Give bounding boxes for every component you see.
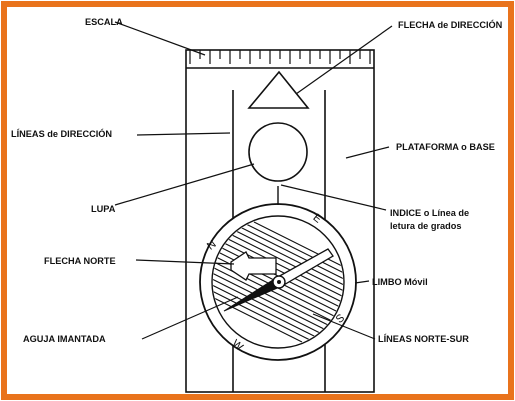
north-south-line <box>213 221 327 343</box>
label-lineas-direccion: LÍNEAS de DIRECCIÓN <box>11 128 112 139</box>
leader-lines <box>114 21 393 340</box>
north-south-line <box>213 221 339 343</box>
north-south-line <box>213 221 343 343</box>
north-arrow <box>230 251 277 281</box>
label-indice-line1: INDICE o Línea de <box>390 208 469 218</box>
north-south-line <box>213 221 343 343</box>
label-aguja: AGUJA IMANTADA <box>23 334 106 344</box>
north-south-line <box>217 221 343 343</box>
north-south-line <box>241 221 343 343</box>
north-south-line <box>229 221 343 343</box>
north-south-line <box>213 221 343 343</box>
north-south-line <box>213 221 315 343</box>
scale-ruler <box>189 50 371 64</box>
magnifier-lens <box>248 122 308 182</box>
label-plataforma: PLATAFORMA o BASE <box>396 142 495 152</box>
label-lupa: LUPA <box>91 204 116 214</box>
north-south-line <box>213 221 343 343</box>
label-flecha-direccion: FLECHA de DIRECCIÓN <box>398 19 503 30</box>
label-escala: ESCALA <box>85 17 123 27</box>
north-south-line <box>213 221 303 343</box>
label-lineas-ns: LÍNEAS NORTE-SUR <box>378 333 469 344</box>
north-south-line <box>253 221 343 343</box>
label-indice-line2: letura de grados <box>390 221 461 231</box>
magnetic-needle <box>223 248 334 312</box>
labels: ESCALA FLECHA de DIRECCIÓN LÍNEAS de DIR… <box>11 17 503 344</box>
label-flecha-norte: FLECHA NORTE <box>44 256 116 266</box>
label-limbo: LIMBO Móvil <box>372 277 428 287</box>
north-south-line <box>213 221 343 343</box>
direction-arrow <box>247 70 310 109</box>
